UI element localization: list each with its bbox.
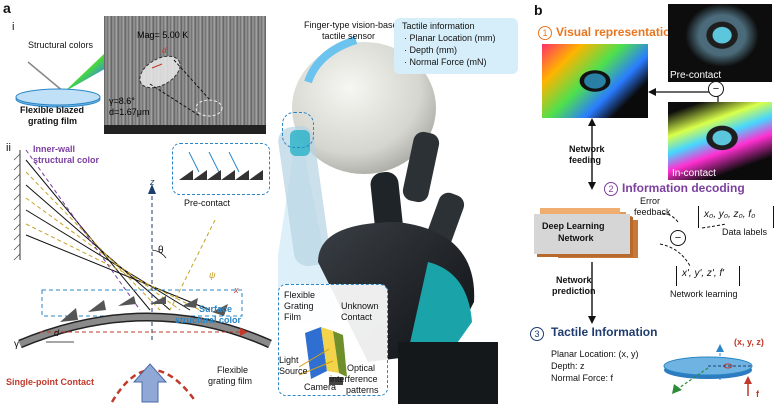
pre-contact-label-a: Pre-contact [184, 198, 231, 208]
inset-camera-label: Camera [304, 382, 337, 392]
inset-optical-line2: interference [330, 374, 378, 384]
sem-d-mark: d [162, 46, 167, 55]
data-labels-values: x₀, y₀, z₀, f₀ [704, 209, 756, 220]
dl-label-line2: Network [558, 233, 594, 243]
normal-force-text: Normal Force: f [551, 373, 614, 383]
force-f-label: f [756, 389, 759, 399]
theta-label: θ [158, 245, 164, 256]
data-labels-bracket [698, 206, 774, 228]
inset-optical-line3: patterns [346, 385, 379, 395]
sem-magnification: Mag= 5.00 K [137, 30, 189, 40]
inset-light-line2: Source [279, 366, 308, 376]
subpanel-ii-label: ii [6, 142, 11, 154]
network-learning-values: x', y', z', f' [682, 268, 725, 279]
dl-network-box: Deep Learning Network [534, 214, 630, 254]
flexible-grating-film-line1: Flexible [217, 365, 249, 375]
inset-unknown-line1: Unknown [341, 301, 379, 311]
d-label: d [54, 328, 60, 338]
pre-contact-inset [172, 143, 270, 195]
tactile-info-item: · Normal Force (mN) [404, 57, 487, 67]
inset-film-line3: Film [284, 312, 301, 322]
sem-gamma-value: γ=8.6° [109, 96, 135, 106]
network-learning-caption: Network learning [670, 289, 738, 299]
pre-contact-camera-image [668, 4, 772, 82]
network-learning-bracket [676, 266, 740, 286]
structural-colors-label: Structural colors [28, 40, 94, 50]
step1-number: 1 [538, 26, 552, 40]
subpanel-i-label: i [12, 21, 15, 33]
data-labels-caption: Data labels [722, 227, 768, 237]
error-feedback-line1: Error [640, 196, 660, 206]
grating-optics-diagram [13, 149, 272, 403]
subtract-operator-bottom: − [670, 230, 686, 246]
network-prediction-line1: Network [556, 275, 592, 285]
step2-title: Information decoding [622, 181, 745, 195]
surface-color-label-line1: Surface [199, 304, 233, 314]
axis-z-label: z [150, 177, 155, 187]
sensor-label-line2: tactile sensor [322, 31, 376, 41]
psi-label: ψ [209, 270, 216, 280]
xyz-label: (x, y, z) [734, 337, 764, 347]
step1-title: Visual representation [556, 25, 678, 39]
surface-color-label-line2: structural color [175, 315, 242, 325]
sem-info-bar [104, 125, 266, 134]
inset-light-line1: Light [279, 355, 299, 365]
axis-x-label: x [234, 285, 239, 295]
panel-a-label: a [3, 0, 11, 16]
subtract-operator-top: − [708, 81, 724, 97]
step3-title: Tactile Information [551, 325, 658, 339]
sensor-optics-inset [278, 284, 388, 396]
network-feeding-line2: feeding [569, 155, 602, 165]
sensor-label-line1: Finger-type vision-based [304, 20, 403, 30]
in-contact-camera-image [668, 102, 772, 180]
network-prediction-line2: prediction [552, 286, 596, 296]
inner-wall-label-line2: structural color [33, 155, 100, 165]
tactile-info-item: · Depth (mm) [404, 45, 458, 55]
contact-disc-diagram [663, 356, 753, 396]
planar-location-text: Planar Location: (x, y) [551, 349, 639, 359]
tactile-info-callout: Tactile information · Planar Location (m… [394, 18, 518, 74]
sem-d-value: d=1.67μm [109, 107, 150, 117]
tactile-info-item: · Planar Location (mm) [404, 33, 496, 43]
prism-rainbow-illustration [27, 52, 110, 93]
pre-contact-caption: Pre-contact [670, 70, 722, 81]
inner-wall-label-line1: Inner-wall [33, 144, 76, 154]
inset-film-line1: Flexible [284, 290, 316, 300]
error-feedback-line2: feedback [634, 207, 671, 217]
combined-camera-image [542, 44, 648, 118]
panel-b-flow-lines [588, 82, 727, 380]
film-label-line2: grating film [28, 116, 77, 126]
network-feeding-line1: Network [569, 144, 605, 154]
panel-b-label: b [534, 2, 543, 18]
sem-micrograph [104, 16, 266, 134]
step3-number: 3 [530, 327, 544, 341]
in-contact-caption: In-contact [672, 168, 716, 179]
inset-optical-line1: Optical [347, 363, 376, 373]
tactile-info-title: Tactile information [402, 21, 475, 31]
flexible-grating-film-line2: grating film [208, 376, 253, 386]
sensor-highlight-box [282, 112, 314, 148]
inset-film-line2: Grating [284, 301, 314, 311]
step2-number: 2 [604, 182, 618, 196]
single-point-contact-label: Single-point Contact [6, 377, 94, 387]
film-label-line1: Flexible blazed [20, 105, 85, 115]
gamma-label: γ [14, 339, 19, 350]
inset-unknown-line2: Contact [341, 312, 373, 322]
depth-text: Depth: z [551, 361, 585, 371]
grating-film-disk [15, 88, 101, 108]
dl-label-line1: Deep Learning [542, 221, 605, 231]
